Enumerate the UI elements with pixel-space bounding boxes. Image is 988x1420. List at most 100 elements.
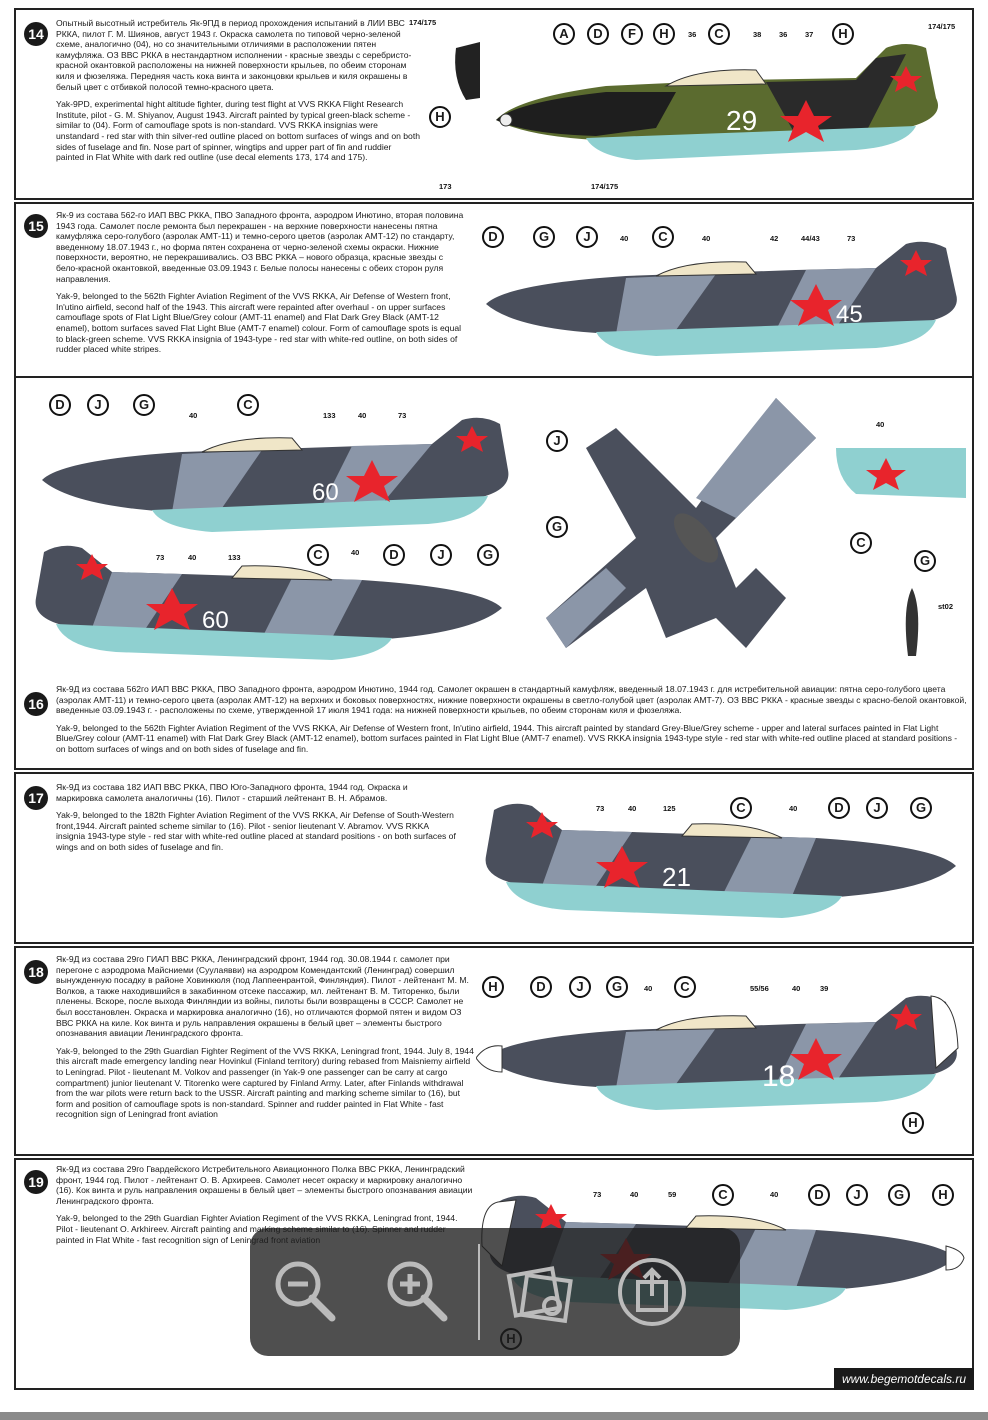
- zoom-in-icon: [387, 1261, 448, 1322]
- callout-c: C: [674, 976, 696, 998]
- callout-j: J: [866, 797, 888, 819]
- callout-c: C: [708, 23, 730, 45]
- decal-tag: 55/56: [750, 984, 769, 993]
- description-en: Yak-9, belonged to the 562th Fighter Avi…: [56, 722, 958, 754]
- decal-tag: 38: [753, 30, 762, 39]
- aircraft-profile-17: 21: [485, 803, 956, 918]
- callout-g: G: [606, 976, 628, 998]
- profile-description: Як-9 из состава 562-го ИАП ВВС РККА, ПВО…: [56, 210, 466, 362]
- share-icon: [618, 1258, 686, 1326]
- description-ru: Як-9Д из состава 29го Гвардейского Истре…: [56, 1164, 473, 1206]
- decal-tag: 173: [439, 182, 452, 191]
- aircraft-profile-16-right: 60: [42, 417, 509, 532]
- callout-a: A: [553, 23, 575, 45]
- decal-tag: 40: [189, 411, 198, 420]
- profile-number: 19: [24, 1170, 48, 1194]
- callout-h: H: [653, 23, 675, 45]
- decal-tag: 40: [351, 548, 360, 557]
- description-ru: Як-9Д из состава 29го ГИАП ВВС РККА, Лен…: [56, 954, 469, 1039]
- decal-tag: 73: [398, 411, 407, 420]
- description-en: Yak-9, belonged to the 562th Fighter Avi…: [56, 291, 462, 355]
- profile-number: 16: [24, 692, 48, 716]
- profile-panel-17: 17 Як-9Д из состава 182 ИАП ВВС РККА, ПВ…: [14, 772, 974, 944]
- profile-description: Як-9Д из состава 562го ИАП ВВС РККА, ПВО…: [56, 684, 968, 762]
- decal-tag: 40: [630, 1190, 639, 1199]
- profile-number: 15: [24, 214, 48, 238]
- zoom-in-button[interactable]: [362, 1228, 474, 1356]
- decal-tag: 59: [668, 1190, 677, 1199]
- share-button[interactable]: [596, 1228, 708, 1356]
- callout-d: D: [49, 394, 71, 416]
- profile-description: Як-9Д из состава 29го ГИАП ВВС РККА, Лен…: [56, 954, 476, 1127]
- description-ru: Як-9 из состава 562-го ИАП ВВС РККА, ПВО…: [56, 210, 464, 284]
- aircraft-profile-15: 45: [486, 241, 957, 356]
- callout-d: D: [587, 23, 609, 45]
- callout-j: J: [546, 430, 568, 452]
- profile-description: Як-9Д из состава 29го Гвардейского Истре…: [56, 1164, 476, 1252]
- decal-tag: 133: [323, 411, 336, 420]
- description-en: Yak-9PD, experimental hight altitude fig…: [56, 99, 421, 163]
- profile-panel-15: 15 Як-9 из состава 562-го ИАП ВВС РККА, …: [14, 202, 974, 382]
- callout-g: G: [533, 226, 555, 248]
- callout-g: G: [910, 797, 932, 819]
- callout-h: H: [429, 106, 451, 128]
- description-ru: Опытный высотный истребитель Як-9ПД в пе…: [56, 18, 412, 92]
- tail-code: 60: [312, 479, 339, 506]
- decal-tag: 174/175: [591, 182, 619, 191]
- profile-number: 18: [24, 960, 48, 984]
- decal-tag: 40: [792, 984, 801, 993]
- profile-panel-16: 60 60 D J G C J G C D J G: [14, 376, 974, 770]
- decal-tag: 40: [789, 804, 798, 813]
- decal-tag: 40: [620, 234, 629, 243]
- callout-c: C: [307, 544, 329, 566]
- description-en: Yak-9, belonged to the 182th Fighter Avi…: [56, 810, 456, 852]
- tail-code: 60: [202, 607, 229, 634]
- decal-tag: 36: [779, 30, 788, 39]
- callout-f: F: [621, 23, 643, 45]
- decal-tag: 174/175: [928, 22, 956, 31]
- tail-code: 45: [836, 301, 863, 328]
- callout-g: G: [888, 1184, 910, 1206]
- callout-j: J: [87, 394, 109, 416]
- callout-j: J: [846, 1184, 868, 1206]
- callout-j: J: [576, 226, 598, 248]
- callout-g: G: [133, 394, 155, 416]
- callout-d: D: [482, 226, 504, 248]
- aircraft-plan-view-16: [546, 398, 816, 648]
- decal-tag: 44/43: [801, 234, 820, 243]
- callout-c: C: [712, 1184, 734, 1206]
- callout-j: J: [430, 544, 452, 566]
- profile-description: Опытный высотный истребитель Як-9ПД в пе…: [56, 18, 421, 170]
- description-en: Yak-9, belonged to the 29th Guardian Fig…: [56, 1045, 474, 1120]
- decal-tag: 36: [688, 30, 697, 39]
- tail-code: 18: [762, 1060, 795, 1093]
- callout-j: J: [569, 976, 591, 998]
- decal-tag: 40: [358, 411, 367, 420]
- decal-tag: 73: [156, 553, 165, 562]
- tail-code: 29: [726, 105, 757, 136]
- callout-d: D: [530, 976, 552, 998]
- callout-d: D: [383, 544, 405, 566]
- profile-description: Як-9Д из состава 182 ИАП ВВС РККА, ПВО Ю…: [56, 782, 456, 860]
- decal-tag: 37: [805, 30, 814, 39]
- toolbar-divider: [478, 1244, 480, 1340]
- description-en: Yak-9, belonged to the 29th Guardian Fig…: [56, 1213, 458, 1245]
- callout-c: C: [730, 797, 752, 819]
- decal-tag: 40: [644, 984, 653, 993]
- callout-h: H: [832, 23, 854, 45]
- callout-g: G: [477, 544, 499, 566]
- site-url[interactable]: www.begemotdecals.ru: [833, 1368, 974, 1390]
- decal-tag: 73: [593, 1190, 602, 1199]
- callout-c: C: [850, 532, 872, 554]
- decal-tag: st02: [938, 602, 954, 611]
- bottom-scroll-strip: [0, 1412, 988, 1420]
- description-ru: Як-9Д из состава 562го ИАП ВВС РККА, ПВО…: [56, 684, 967, 716]
- callout-h: H: [482, 976, 504, 998]
- decal-sheet: 14 Опытный высотный истребитель Як-9ПД в…: [14, 8, 974, 1390]
- decal-tag: 40: [702, 234, 711, 243]
- callout-h: H: [932, 1184, 954, 1206]
- zoom-out-button[interactable]: [250, 1228, 362, 1356]
- callout-d: D: [828, 797, 850, 819]
- decal-tag: 73: [596, 804, 605, 813]
- gallery-button[interactable]: [484, 1228, 596, 1356]
